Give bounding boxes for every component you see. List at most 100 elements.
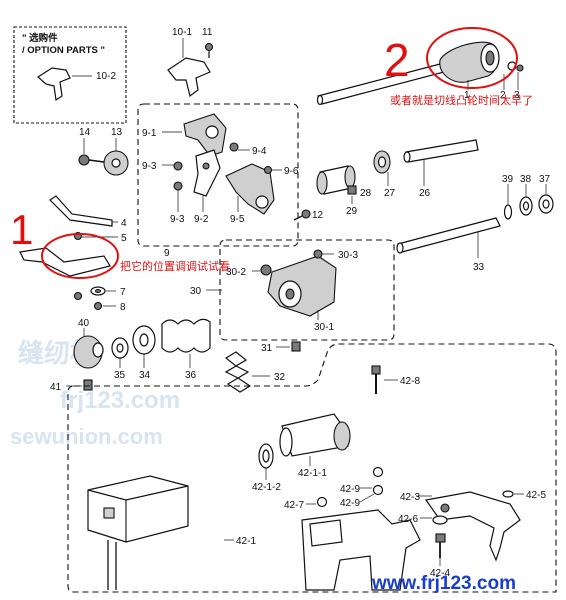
- washer-42-5: [502, 490, 514, 498]
- washer-42-6: [432, 515, 448, 525]
- label-9-6: 9-6: [284, 166, 299, 177]
- part-12: 12: [293, 209, 324, 221]
- label-42-7: 42-7: [284, 500, 304, 511]
- screw-42-4: [435, 533, 446, 543]
- label-12: 12: [312, 210, 324, 221]
- label-10-1: 10-1: [172, 27, 192, 38]
- label-38: 38: [520, 174, 532, 185]
- group-9: 9-1 9-4 9-3 9-6 9-3 9-2 9-5 9: [137, 103, 299, 259]
- screw-30-3: [313, 249, 323, 259]
- option-parts-box: " 选购件 / OPTION PARTS " 10-2: [13, 26, 127, 124]
- label-9-4: 9-4: [252, 146, 267, 157]
- label-42-6: 42-6: [398, 514, 418, 525]
- group-9-border: [137, 103, 299, 247]
- parts-26-29: 29 28 27 26: [316, 139, 479, 217]
- label-5: 5: [121, 233, 127, 244]
- label-35: 35: [114, 370, 126, 381]
- screw-30-2: [260, 264, 272, 276]
- label-30-3: 30-3: [338, 250, 358, 261]
- parts-4-8: 4 5 7 8: [19, 195, 127, 313]
- annotation-note-left: 把它的位置调调试试看: [120, 259, 230, 273]
- part-9-2: [193, 149, 221, 197]
- label-42-4: 42-4: [430, 568, 450, 579]
- label-30-1: 30-1: [314, 322, 334, 333]
- group-30: 30-3 30-2 30 30-1: [190, 239, 395, 341]
- parts-37-39: 39 38 37: [502, 174, 554, 220]
- label-13: 13: [111, 127, 123, 138]
- screw-2: [516, 64, 524, 72]
- label-42-1: 42-1: [236, 536, 256, 547]
- red-circle-2: [426, 27, 518, 89]
- label-29: 29: [346, 206, 358, 217]
- screw-31: [291, 341, 301, 352]
- label-42-3: 42-3: [400, 492, 420, 503]
- bracket-10-1-group: 10-1 11: [167, 27, 214, 98]
- screw-11: [204, 42, 214, 52]
- plate-4: [49, 195, 113, 227]
- annotation-number-1: 1: [10, 206, 33, 253]
- label-36: 36: [185, 370, 197, 381]
- label-8: 8: [120, 302, 126, 313]
- bracket-6: [19, 247, 111, 277]
- label-37: 37: [539, 174, 551, 185]
- label-42-5: 42-5: [526, 490, 546, 501]
- screw-12: [301, 209, 311, 219]
- option-bracket-shape: [37, 67, 71, 102]
- label-34: 34: [139, 370, 151, 381]
- label-11: 11: [202, 27, 213, 38]
- bolt-42-8-head: [371, 365, 381, 375]
- label-9-1: 9-1: [142, 128, 157, 139]
- watermark-url-2: sewunion.com: [10, 424, 163, 449]
- label-42-1-2: 42-1-2: [252, 482, 281, 493]
- label-9-3a: 9-3: [142, 161, 157, 172]
- watermark-url-1: frj123.com: [60, 387, 180, 414]
- label-31: 31: [261, 343, 273, 354]
- label-42-9b: 42-9: [340, 498, 360, 509]
- label-1: 1: [464, 90, 470, 101]
- label-14: 14: [79, 127, 91, 138]
- link-42-3: [424, 491, 521, 562]
- label-42-1-1: 42-1-1: [298, 468, 327, 479]
- label-9-2: 9-2: [194, 214, 209, 225]
- nut-42-7: [316, 496, 328, 508]
- label-30-2: 30-2: [226, 267, 246, 278]
- part-9-1: [183, 113, 227, 157]
- screw-14: [78, 154, 90, 166]
- screw-29: [347, 185, 357, 195]
- label-42-9a: 42-9: [340, 484, 360, 495]
- label-3: 3: [514, 90, 520, 101]
- label-33: 33: [473, 262, 485, 273]
- label-9: 9: [164, 248, 170, 259]
- shaft-33-group: 33: [396, 217, 501, 273]
- parts-13-14: 14 13: [78, 127, 129, 176]
- label-41: 41: [50, 382, 62, 393]
- annotation-1: 1 把它的位置调调试试看: [10, 206, 230, 279]
- screw-41: [83, 379, 93, 391]
- label-39: 39: [502, 174, 514, 185]
- parts-32-41: 40 35 34 36 32 41: [50, 318, 286, 393]
- label-26: 26: [419, 188, 431, 199]
- screw-9-6: [263, 165, 273, 175]
- nut-8: [93, 301, 103, 311]
- screw-9-4: [229, 142, 239, 152]
- screw-9-3a: [173, 161, 183, 171]
- part-30-1: [267, 255, 337, 317]
- annotation-number-2: 2: [384, 34, 410, 86]
- label-9-5: 9-5: [230, 214, 245, 225]
- group-30-border: [219, 239, 395, 341]
- annotation-note-top: 或者就是切线凸轮时间太早了: [390, 93, 533, 107]
- footer-url: www.frj123.com: [371, 573, 516, 594]
- part-31: 31: [261, 341, 301, 354]
- red-circle-1: [41, 233, 119, 279]
- top-shaft-group: 1 2 3: [316, 41, 524, 106]
- nut-42-9b: [372, 484, 384, 496]
- group-42-border: [67, 343, 557, 593]
- option-box-line1: " 选购件: [22, 32, 58, 44]
- nut-42-9a: [372, 466, 384, 478]
- label-10-2: 10-2: [96, 71, 116, 82]
- label-9-3b: 9-3: [170, 214, 185, 225]
- bracket-10-1: [167, 57, 211, 98]
- solenoid-42-1: [87, 475, 189, 543]
- label-32: 32: [274, 372, 286, 383]
